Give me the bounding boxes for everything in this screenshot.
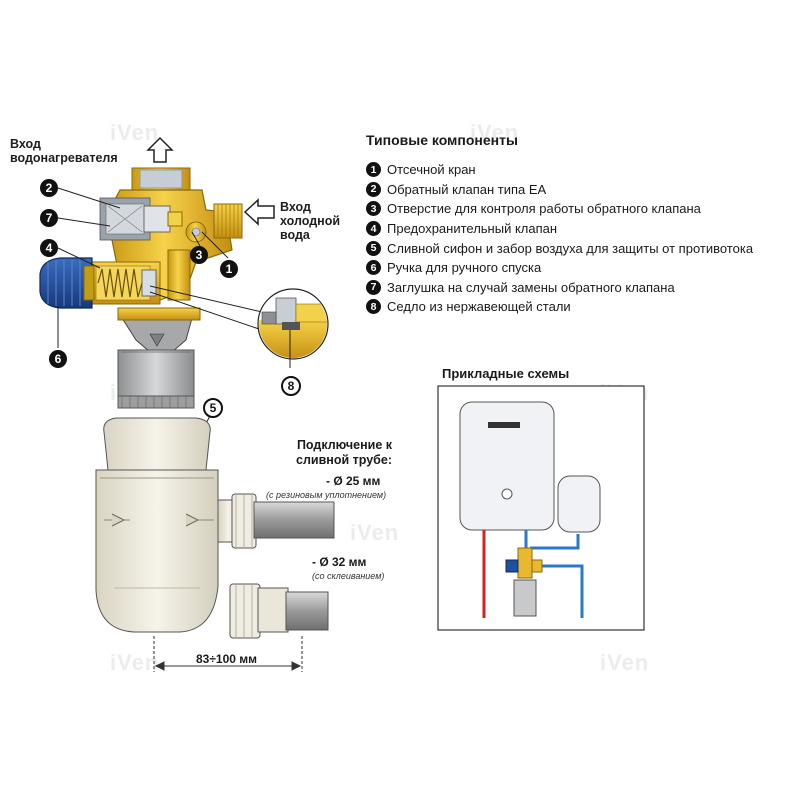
dimension-line	[153, 636, 303, 672]
drain-option-25-note: (с резиновым уплотнением)	[266, 490, 387, 500]
item-text: Отсечной кран	[387, 162, 476, 178]
drain-option-25: - Ø 25 мм	[326, 474, 381, 488]
item-number: 8	[366, 299, 381, 315]
list-item: 8 Седло из нержавеющей стали	[366, 297, 753, 317]
outlet-arrow	[146, 136, 174, 163]
heater-inlet-line1: Вход	[10, 137, 41, 151]
item-text: Заглушка на случай замены обратного клап…	[387, 279, 675, 295]
schemes-title: Прикладные схемы	[442, 366, 570, 381]
connector-32mm	[229, 583, 329, 639]
item-number: 7	[366, 279, 381, 295]
item-text: Седло из нержавеющей стали	[387, 299, 571, 315]
list-item: 1 Отсечной кран	[366, 160, 753, 180]
item-number: 2	[366, 181, 381, 197]
callout-marker-2: 2	[40, 179, 58, 197]
list-item: 2 Обратный клапан типа ЕА	[366, 180, 753, 200]
watermark: iVen	[600, 650, 650, 675]
callout-marker-6: 6	[49, 350, 67, 368]
watermark: iVen	[110, 120, 160, 145]
list-item: 6 Ручка для ручного спуска	[366, 258, 753, 278]
heater-inlet-line2: водонагревателя	[10, 151, 118, 165]
item-text: Ручка для ручного спуска	[387, 260, 542, 276]
item-text: Обратный клапан типа ЕА	[387, 181, 547, 197]
seat-magnifier	[149, 285, 329, 360]
callout-marker-3: 3	[190, 246, 208, 264]
list-item: 4 Предохранительный клапан	[366, 219, 753, 239]
list-item: 3 Отверстие для контроля работы обратного…	[366, 199, 753, 219]
item-number: 5	[366, 240, 381, 256]
heater-inlet-label: Вход водонагревателя	[10, 137, 118, 165]
item-text: Отверстие для контроля работы обратного …	[387, 201, 701, 217]
cold-water-line1: Вход	[280, 200, 311, 214]
item-text: Сливной сифон и забор воздуха для защиты…	[387, 240, 754, 256]
siphon	[95, 417, 241, 633]
inlet-arrow	[243, 198, 275, 226]
drain-option-32: - Ø 32 мм	[312, 555, 367, 569]
callout-marker-5: 5	[203, 398, 223, 418]
list-item: 5 Сливной сифон и забор воздуха для защит…	[366, 238, 753, 258]
components-title: Типовые компоненты	[366, 132, 518, 148]
item-number: 3	[366, 201, 381, 217]
watermark: iVen	[470, 120, 520, 145]
dimension-label: 83÷100 мм	[196, 652, 258, 666]
item-number: 4	[366, 221, 381, 237]
cold-water-line2: холодной	[280, 214, 341, 228]
callout-marker-1: 1	[220, 260, 238, 278]
item-number: 6	[366, 260, 381, 276]
drain-connection-title: Подключение к сливной трубе:	[268, 438, 392, 468]
application-scheme	[437, 385, 645, 631]
callout-marker-7: 7	[40, 209, 58, 227]
connector-25mm	[231, 493, 335, 549]
list-item: 7 Заглушка на случай замены обратного кла…	[366, 278, 753, 298]
drain-option-32-note: (со склеиванием)	[312, 571, 385, 581]
drain-title-line1: Подключение к	[296, 438, 392, 452]
item-text: Предохранительный клапан	[387, 221, 558, 237]
item-number: 1	[366, 162, 381, 178]
watermark: iVen	[350, 520, 400, 545]
cold-water-line3: вода	[280, 228, 310, 242]
watermark: iVen	[110, 650, 160, 675]
drain-title-line2: сливной трубе:	[296, 453, 392, 467]
cold-water-label: Вход холодной вода	[280, 200, 340, 242]
callout-marker-8: 8	[281, 376, 301, 396]
valve-group	[39, 167, 243, 409]
callout-marker-4: 4	[40, 239, 58, 257]
